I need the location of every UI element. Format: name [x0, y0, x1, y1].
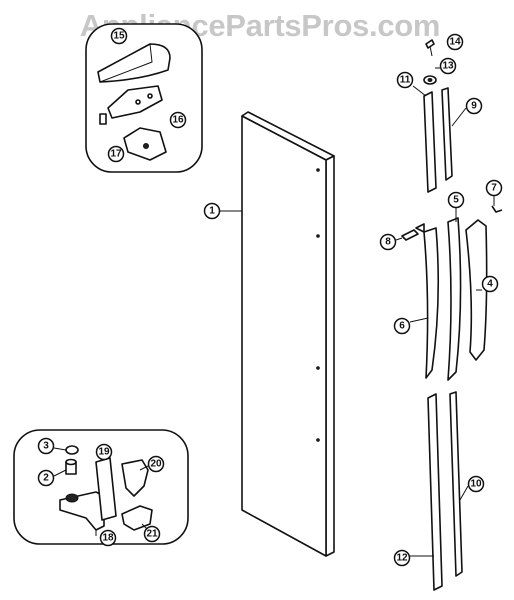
callout-3: 3 — [37, 437, 55, 455]
lower-retainer-12-part — [427, 393, 443, 591]
bracket-21-part — [121, 505, 153, 531]
svg-text:9: 9 — [471, 101, 477, 112]
callout-19: 19 — [95, 443, 113, 461]
screw-14-part — [425, 39, 435, 57]
svg-text:14: 14 — [449, 37, 461, 48]
callout-13: 13 — [439, 57, 457, 75]
upper-retainer-11-part — [423, 91, 437, 193]
svg-text:21: 21 — [146, 529, 158, 540]
hinge-pin — [99, 113, 107, 125]
svg-text:19: 19 — [98, 447, 110, 458]
callout-17: 17 — [107, 145, 125, 163]
callout-8: 8 — [379, 233, 397, 251]
upper-seal-9-part — [441, 87, 453, 181]
bushing-2-part — [65, 458, 77, 475]
svg-text:12: 12 — [396, 553, 408, 564]
lower-hinge-18-part — [59, 491, 105, 531]
svg-text:3: 3 — [43, 441, 49, 452]
callout-5: 5 — [447, 191, 465, 209]
callout-20: 20 — [147, 455, 165, 473]
svg-text:10: 10 — [470, 479, 482, 490]
svg-text:20: 20 — [150, 459, 162, 470]
callout-7: 7 — [485, 179, 503, 197]
svg-text:8: 8 — [385, 237, 391, 248]
washer-3-part — [65, 445, 79, 455]
callout-18: 18 — [99, 529, 117, 547]
svg-text:13: 13 — [442, 61, 454, 72]
svg-text:2: 2 — [43, 473, 49, 484]
svg-text:4: 4 — [487, 279, 493, 290]
svg-text:15: 15 — [113, 31, 125, 42]
callout-9: 9 — [465, 97, 483, 115]
svg-text:1: 1 — [209, 206, 215, 217]
hinge-hole — [147, 93, 153, 99]
callout-11: 11 — [396, 71, 414, 89]
svg-text:17: 17 — [110, 149, 122, 160]
callout-14: 14 — [446, 33, 464, 51]
screw-7-part — [491, 196, 503, 213]
callout-15: 15 — [110, 27, 128, 45]
callout-21: 21 — [143, 525, 161, 543]
svg-text:11: 11 — [400, 75, 411, 86]
callout-2: 2 — [37, 469, 55, 487]
callout-10: 10 — [467, 475, 485, 493]
handle-5-part — [447, 217, 462, 381]
svg-text:6: 6 — [399, 321, 405, 332]
screw-8-part — [401, 223, 425, 241]
callout-4: 4 — [481, 275, 499, 293]
handle-6-part — [423, 227, 440, 379]
hinge-cover-part — [97, 43, 171, 83]
door-panel — [241, 111, 335, 557]
callout-6: 6 — [393, 317, 411, 335]
lower-seal-10-part — [449, 391, 463, 577]
hinge-hole — [135, 99, 141, 105]
grommet-13-part — [423, 75, 437, 85]
svg-text:16: 16 — [172, 115, 184, 126]
svg-text:7: 7 — [491, 183, 497, 194]
callout-1: 1 — [203, 202, 221, 220]
callout-12: 12 — [393, 549, 411, 567]
shim-hole — [143, 143, 149, 149]
callout-16: 16 — [169, 111, 187, 129]
svg-text:5: 5 — [453, 195, 459, 206]
svg-text:18: 18 — [102, 533, 114, 544]
